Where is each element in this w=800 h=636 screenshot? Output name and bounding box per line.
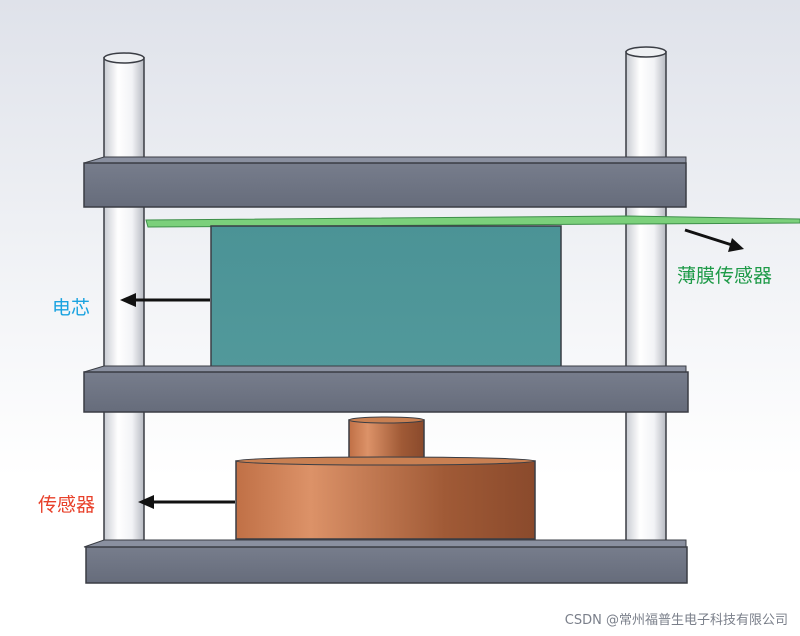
right-rod	[625, 46, 667, 549]
film-sensor-arrow	[684, 228, 744, 252]
core-arrow	[120, 293, 210, 307]
middle-plate	[83, 365, 689, 413]
core-label: 电芯	[52, 297, 91, 319]
top-plate	[83, 156, 687, 208]
load-cell-sensor	[235, 416, 536, 540]
left-rod	[103, 52, 145, 549]
sensor-label: 传感器	[38, 494, 96, 516]
battery-core-block	[210, 225, 562, 373]
watermark-text: CSDN @常州福普生电子科技有限公司	[564, 613, 788, 628]
sensor-arrow	[138, 495, 235, 509]
bottom-plate	[83, 539, 688, 584]
film-sensor-sheet	[145, 215, 800, 228]
film-sensor-label: 薄膜传感器	[677, 265, 773, 287]
